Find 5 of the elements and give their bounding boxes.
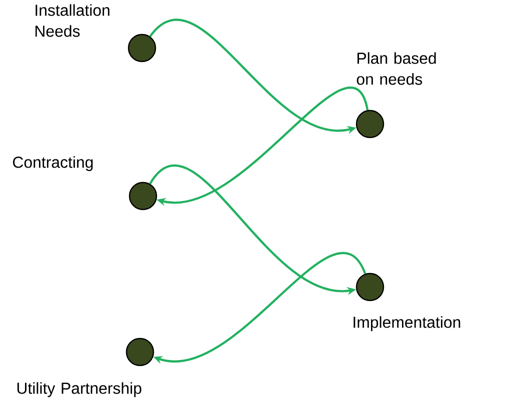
node-label: Utility Partnership — [17, 382, 142, 398]
node-label: Plan based on needs — [356, 52, 436, 85]
node-label: Contracting — [13, 156, 93, 172]
node-label: Installation Needs — [36, 4, 110, 37]
node-label: Implementation — [354, 316, 460, 332]
